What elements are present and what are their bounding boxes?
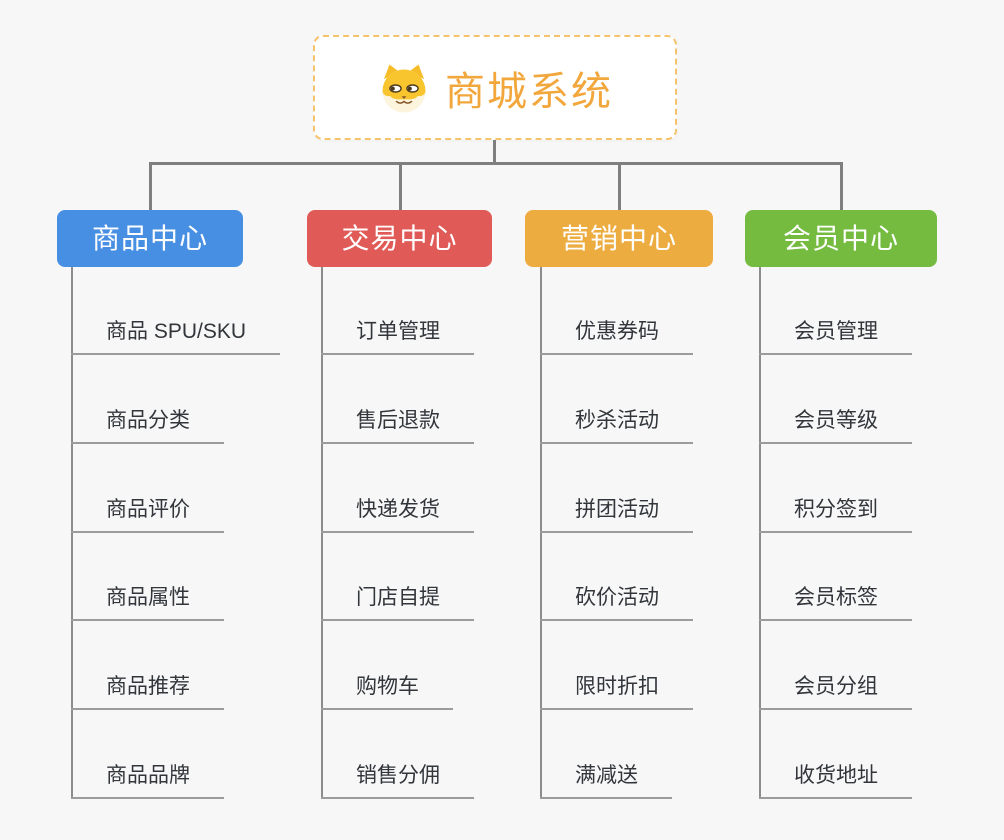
connector-bus xyxy=(149,162,843,165)
branch-item[interactable]: 优惠券码 xyxy=(540,319,693,355)
branch-trunk-product xyxy=(71,267,73,799)
branch-item[interactable]: 购物车 xyxy=(321,674,453,710)
branch-item[interactable]: 快递发货 xyxy=(321,497,474,533)
branch-item[interactable]: 收货地址 xyxy=(759,763,912,799)
branch-item[interactable]: 订单管理 xyxy=(321,319,474,355)
branch-item[interactable]: 门店自提 xyxy=(321,585,474,621)
branch-header-marketing[interactable]: 营销中心 xyxy=(525,210,713,267)
branch-item[interactable]: 会员管理 xyxy=(759,319,912,355)
connector-stem xyxy=(493,140,496,162)
branch-item[interactable]: 商品 SPU/SKU xyxy=(71,319,281,355)
branch-item[interactable]: 商品评价 xyxy=(71,497,224,533)
connector-drop-product xyxy=(149,162,152,210)
branch-item[interactable]: 砍价活动 xyxy=(540,585,693,621)
branch-item[interactable]: 积分签到 xyxy=(759,497,912,533)
branch-item[interactable]: 会员分组 xyxy=(759,674,912,710)
branch-item[interactable]: 商品属性 xyxy=(71,585,224,621)
branch-trunk-member xyxy=(759,267,761,799)
branch-trunk-marketing xyxy=(540,267,542,799)
connector-drop-marketing xyxy=(618,162,621,210)
branch-item[interactable]: 售后退款 xyxy=(321,408,474,444)
branch-item[interactable]: 会员等级 xyxy=(759,408,912,444)
branch-header-product[interactable]: 商品中心 xyxy=(57,210,243,267)
branch-item[interactable]: 销售分佣 xyxy=(321,763,474,799)
branch-item[interactable]: 拼团活动 xyxy=(540,497,693,533)
root-title: 商城系统 xyxy=(445,69,613,114)
branch-item[interactable]: 满减送 xyxy=(540,763,672,799)
branch-trunk-trade xyxy=(321,267,323,799)
branch-header-trade[interactable]: 交易中心 xyxy=(307,210,492,267)
connector-drop-trade xyxy=(399,162,402,210)
connector-drop-member xyxy=(840,162,843,210)
branch-item[interactable]: 商品分类 xyxy=(71,408,224,444)
branch-item[interactable]: 会员标签 xyxy=(759,585,912,621)
doge-icon xyxy=(382,64,426,112)
branch-header-member[interactable]: 会员中心 xyxy=(745,210,937,267)
branch-item[interactable]: 秒杀活动 xyxy=(540,408,693,444)
root-node[interactable]: 商城系统 xyxy=(313,35,677,140)
branch-item[interactable]: 限时折扣 xyxy=(540,674,693,710)
branch-item[interactable]: 商品推荐 xyxy=(71,674,224,710)
branch-item[interactable]: 商品品牌 xyxy=(71,763,224,799)
